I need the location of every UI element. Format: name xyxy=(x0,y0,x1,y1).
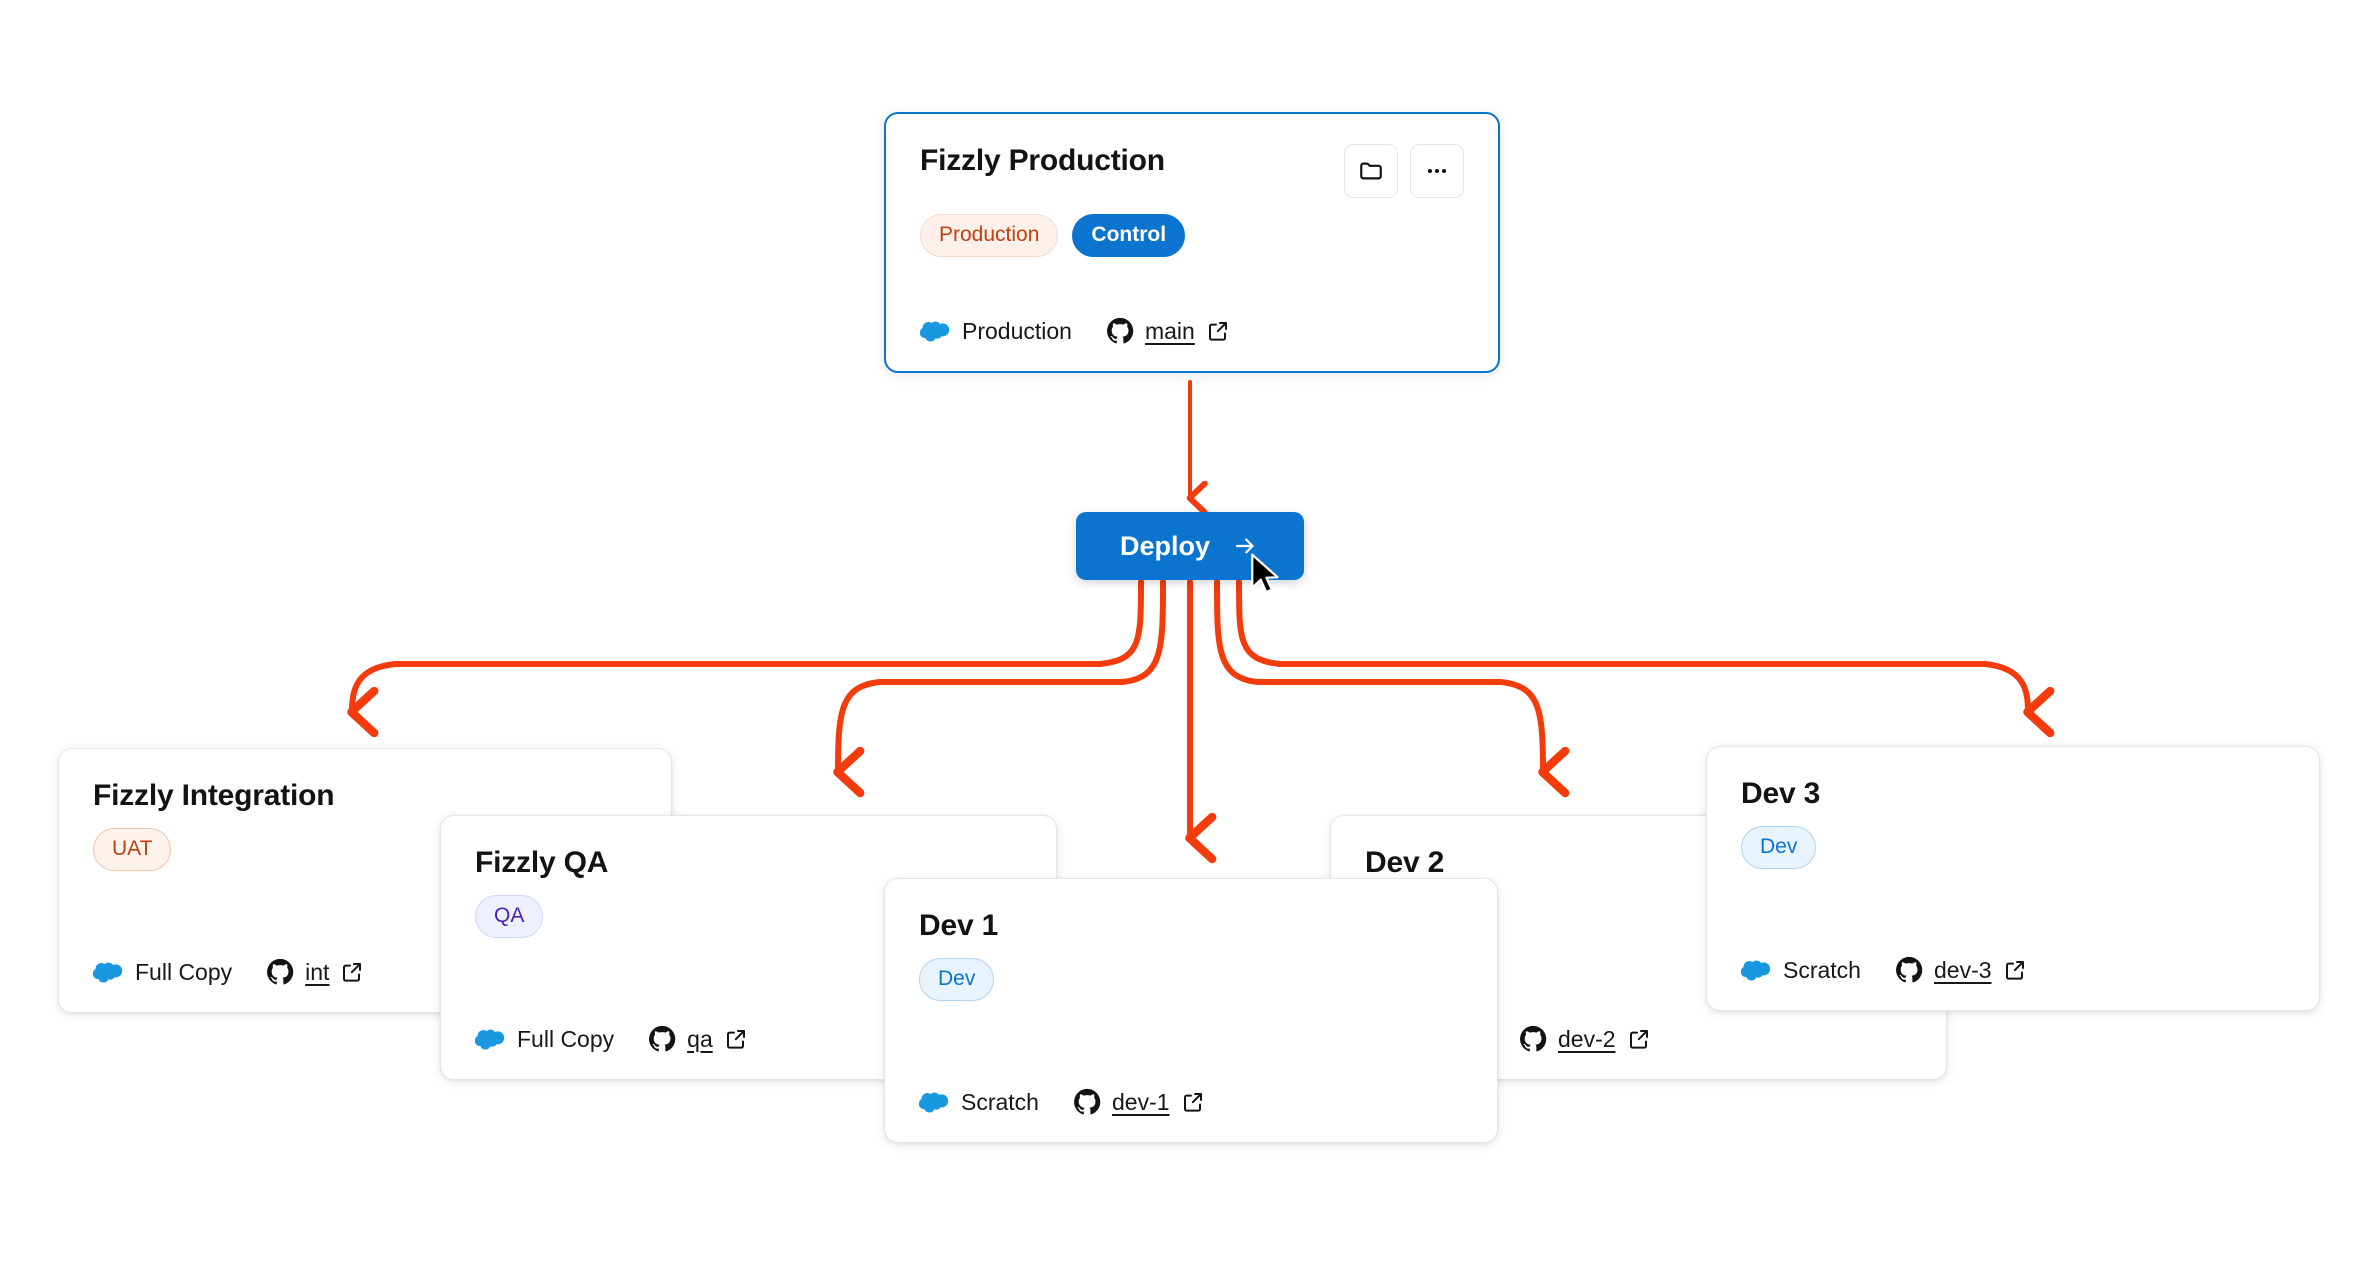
connector-deploy-to-qa xyxy=(833,579,1166,798)
deploy-button-label: Deploy xyxy=(1119,530,1211,561)
org-type-label: Production xyxy=(962,317,1072,344)
card-badges: Dev xyxy=(1741,826,2285,869)
salesforce-cloud-icon xyxy=(475,1029,505,1050)
github-icon xyxy=(1107,317,1134,344)
card-badges: QA xyxy=(475,895,1022,938)
github-icon xyxy=(1074,1088,1101,1115)
ellipsis-icon xyxy=(1427,168,1447,174)
github-icon xyxy=(649,1025,676,1052)
card-header: Dev 3 xyxy=(1741,777,2285,810)
org-type: Full Copy xyxy=(475,1026,614,1053)
folder-icon xyxy=(1360,162,1382,180)
card-header: Dev 2 xyxy=(1365,846,1912,879)
org-type-label: Scratch xyxy=(961,1088,1039,1115)
org-card-production[interactable]: Fizzly Production Production Co xyxy=(884,112,1500,373)
external-link-icon[interactable] xyxy=(1627,1027,1651,1051)
card-badges: Production Control xyxy=(920,214,1464,257)
status-badge-environment: QA xyxy=(475,895,544,938)
status-badge-environment: Dev xyxy=(919,958,995,1001)
salesforce-cloud-icon xyxy=(1741,960,1771,981)
external-link-icon[interactable] xyxy=(1181,1090,1205,1114)
git-branch-link[interactable]: dev-3 xyxy=(1933,956,1992,983)
git-branch-group: int xyxy=(266,958,364,986)
status-badge-environment: Production xyxy=(920,214,1059,257)
status-badge-environment: UAT xyxy=(93,828,172,871)
git-branch-group: dev-3 xyxy=(1895,956,2027,984)
external-link-icon[interactable] xyxy=(2003,958,2027,982)
git-branch-link[interactable]: dev-1 xyxy=(1111,1088,1170,1115)
card-header: Fizzly QA xyxy=(475,846,1022,879)
folder-button[interactable] xyxy=(1344,144,1398,198)
card-footer: Scratch dev-3 xyxy=(1741,930,2285,984)
external-link-icon[interactable] xyxy=(1206,319,1230,343)
git-branch-link[interactable]: main xyxy=(1144,317,1195,344)
git-branch-link[interactable]: qa xyxy=(687,1025,713,1052)
card-footer: Scratch dev-1 xyxy=(919,1062,1463,1116)
card-title: Fizzly Integration xyxy=(93,779,335,812)
card-title: Dev 3 xyxy=(1741,777,1821,810)
git-branch-group: dev-1 xyxy=(1073,1088,1205,1116)
salesforce-cloud-icon xyxy=(93,962,123,983)
salesforce-cloud-icon xyxy=(919,1092,949,1113)
card-header: Fizzly Integration xyxy=(93,779,637,812)
connector-deploy-to-integration xyxy=(347,579,1144,738)
card-title: Fizzly Production xyxy=(920,144,1165,177)
org-type-label: Full Copy xyxy=(517,1025,615,1052)
org-type: Production xyxy=(920,318,1072,345)
card-footer: Production main xyxy=(920,291,1464,345)
org-card-dev-1[interactable]: Dev 1 Dev Scratch dev-1 xyxy=(884,878,1498,1143)
card-title: Dev 2 xyxy=(1365,846,1445,879)
git-branch-link[interactable]: int xyxy=(305,958,330,985)
org-type: Scratch xyxy=(1741,957,1861,984)
deploy-button[interactable]: Deploy xyxy=(1076,512,1304,580)
salesforce-cloud-icon xyxy=(920,321,950,342)
org-type: Scratch xyxy=(919,1089,1039,1116)
github-icon xyxy=(1520,1025,1547,1052)
github-icon xyxy=(1896,956,1923,983)
org-type-label: Full Copy xyxy=(135,958,233,985)
card-title: Dev 1 xyxy=(919,909,999,942)
card-footer: Full Copy int xyxy=(93,932,637,986)
connector-deploy-to-dev3 xyxy=(1236,579,2055,738)
card-badges: Dev xyxy=(919,958,1463,1001)
git-branch-group: qa xyxy=(648,1025,748,1053)
git-branch-group: dev-2 xyxy=(1519,1025,1651,1053)
connector-deploy-to-dev2 xyxy=(1214,579,1570,798)
card-header: Fizzly Production xyxy=(920,144,1464,198)
card-header-actions xyxy=(1344,144,1464,198)
card-header: Dev 1 xyxy=(919,909,1463,942)
card-footer: Full Copy qa xyxy=(475,999,1022,1053)
status-badge-control: Control xyxy=(1072,214,1186,257)
github-icon xyxy=(267,958,294,985)
status-badge-environment: Dev xyxy=(1741,826,1817,869)
external-link-icon[interactable] xyxy=(340,960,364,984)
card-title: Fizzly QA xyxy=(475,846,609,879)
org-type: Full Copy xyxy=(93,959,232,986)
arrow-right-icon xyxy=(1235,538,1254,554)
external-link-icon[interactable] xyxy=(724,1027,748,1051)
git-branch-group: main xyxy=(1106,317,1230,345)
more-options-button[interactable] xyxy=(1410,144,1464,198)
git-branch-link[interactable]: dev-2 xyxy=(1557,1025,1616,1052)
org-type-label: Scratch xyxy=(1783,956,1861,983)
org-card-dev-3[interactable]: Dev 3 Dev Scratch dev-3 xyxy=(1706,746,2320,1011)
card-badges: UAT xyxy=(93,828,637,871)
